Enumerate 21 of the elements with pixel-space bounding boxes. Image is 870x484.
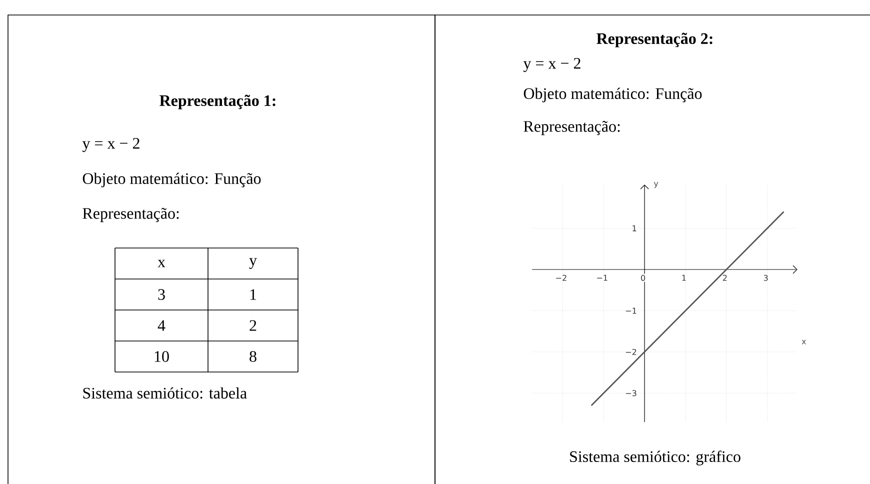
y-tick-label: −1	[626, 308, 636, 314]
y-tick-label: −2	[626, 348, 636, 355]
label: x	[158, 260, 166, 268]
x-tick-label: −1	[597, 274, 608, 281]
x-tick-label: 1	[682, 274, 686, 281]
label: y	[249, 258, 257, 269]
x-tick-label: 0	[641, 274, 646, 281]
label: 2	[250, 320, 256, 331]
x-tick-label: −2	[556, 274, 566, 281]
label: 10	[154, 351, 169, 362]
y-tick-label: −3	[626, 390, 636, 396]
label: 3	[158, 289, 165, 300]
x-tick-label: 2	[722, 274, 727, 281]
y-tick-label: 1	[632, 225, 636, 232]
label: 1	[250, 289, 256, 300]
y-axis-title: y	[654, 182, 658, 188]
label: 8	[250, 351, 256, 362]
value-table: x y 3 1 4 2 10 8	[114, 248, 298, 372]
x-tick-label: 3	[764, 274, 768, 281]
label: 4	[158, 320, 166, 331]
x-axis-title: x	[802, 340, 806, 344]
